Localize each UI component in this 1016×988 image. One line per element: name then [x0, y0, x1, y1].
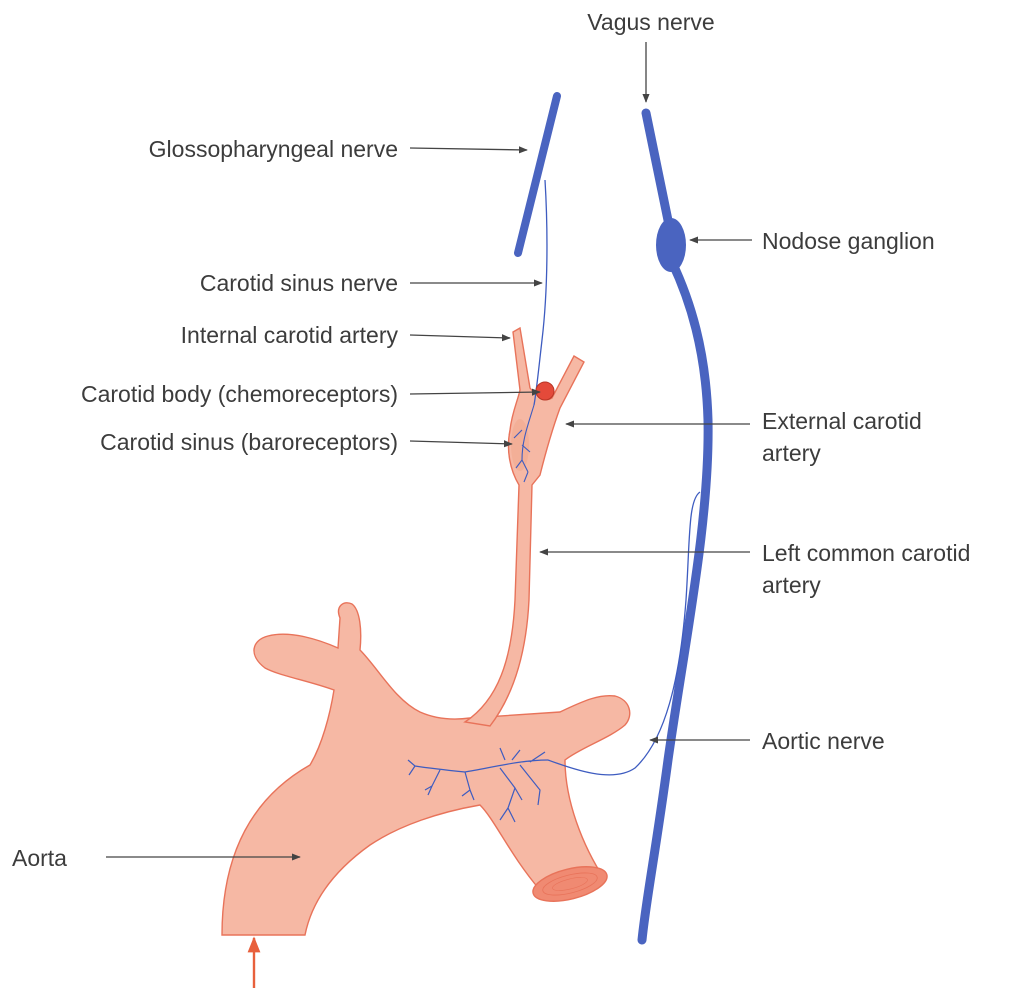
label-carotid-sinus-nerve: Carotid sinus nerve: [200, 270, 398, 296]
label-internal-carotid-artery: Internal carotid artery: [181, 322, 399, 348]
label-left-common-carotid-line2: artery: [762, 572, 821, 598]
glossopharyngeal-nerve: [518, 96, 557, 253]
carotid-sinus-nerve: [534, 180, 547, 405]
label-nodose-ganglion: Nodose ganglion: [762, 228, 935, 254]
label-external-carotid-line2: artery: [762, 440, 821, 466]
left-common-carotid-artery: [465, 328, 584, 726]
label-left-common-carotid-line1: Left common carotid: [762, 540, 970, 566]
nodose-ganglion: [656, 218, 686, 272]
label-carotid-body: Carotid body (chemoreceptors): [81, 381, 398, 407]
label-vagus-nerve: Vagus nerve: [587, 9, 714, 35]
arterial-tree: [222, 328, 630, 935]
label-aortic-nerve: Aortic nerve: [762, 728, 885, 754]
label-external-carotid-line1: External carotid: [762, 408, 922, 434]
label-glossopharyngeal-nerve: Glossopharyngeal nerve: [149, 136, 398, 162]
label-aorta: Aorta: [12, 845, 67, 871]
carotid-body: [536, 382, 554, 400]
label-carotid-sinus: Carotid sinus (baroreceptors): [100, 429, 398, 455]
